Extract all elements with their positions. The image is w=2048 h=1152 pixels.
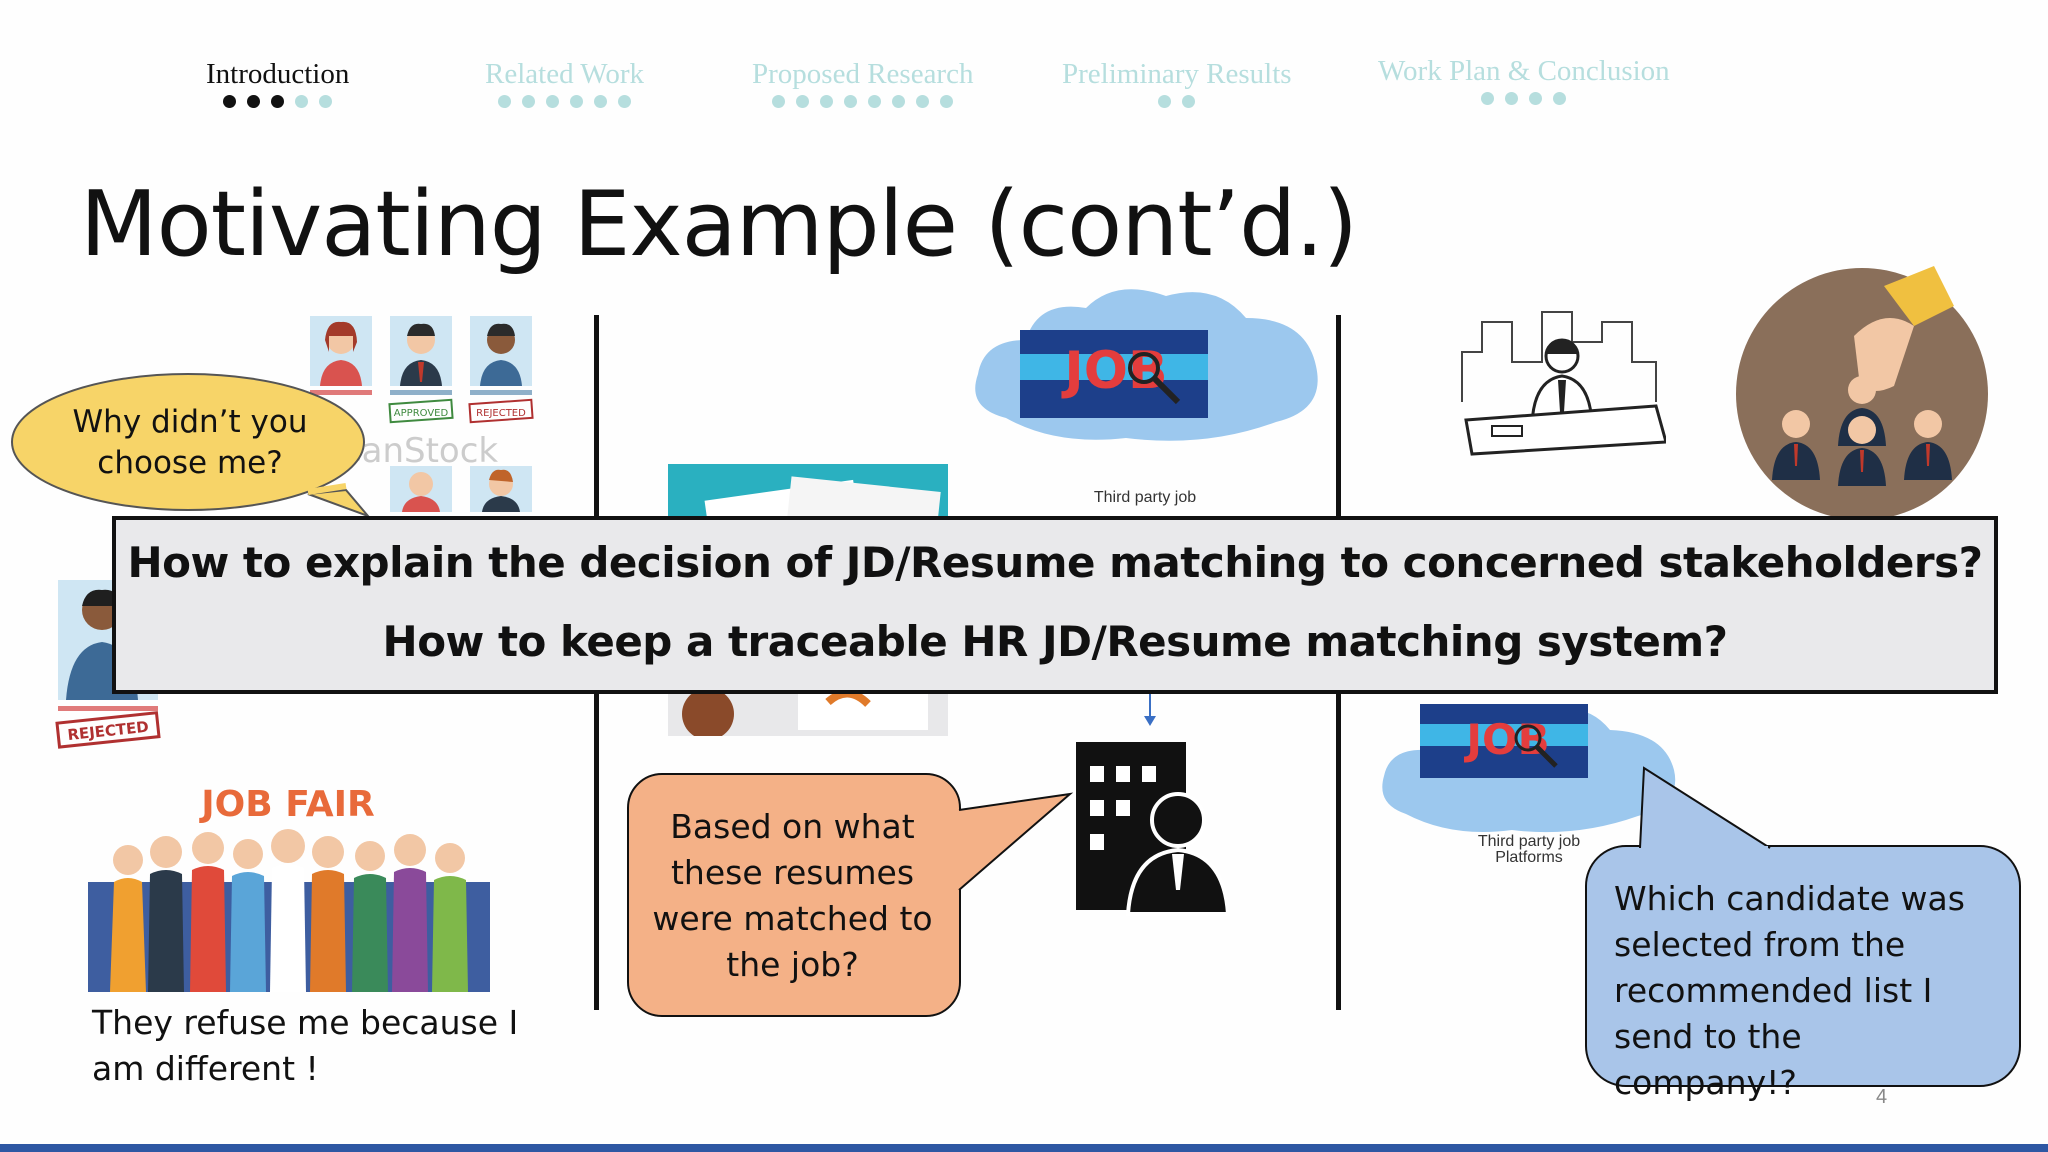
progress-dot[interactable] [892,95,906,108]
bubble-line: recommended list I [1614,971,1933,1010]
portrait-woman [470,466,532,512]
job-sign: JOB [1061,341,1167,401]
progress-dot[interactable] [916,95,930,108]
nav-proposed-research[interactable]: Proposed Research [752,58,973,108]
progress-dot[interactable] [940,95,954,108]
page-number: 4 [1876,1086,1888,1108]
bubble-line: these resumes [670,853,915,892]
portrait-man [390,316,452,395]
progress-dot[interactable] [570,95,583,108]
crowd [110,829,468,992]
blue-bubble-text: Which candidate was selected from the re… [1614,876,1994,1106]
candidate-figure [1772,410,1820,480]
progress-dot[interactable] [820,95,834,108]
blue-speech-bubble [1585,766,2021,1087]
bubble-line: were matched to [652,899,933,938]
progress-dot[interactable] [1481,92,1495,105]
progress-dots [752,95,973,108]
candidate-figure [1904,410,1952,480]
orange-bubble-text: Based on what these resumes were matched… [640,804,945,988]
left-caption: They refuse me because I am different ! [92,1000,518,1092]
svg-text:REJECTED: REJECTED [476,408,526,419]
nav-label: Proposed Research [752,58,974,90]
progress-dot[interactable] [319,95,333,108]
progress-dot[interactable] [522,95,535,108]
bubble-line: selected from the [1614,925,1906,964]
progress-dot[interactable] [868,95,882,108]
progress-dot[interactable] [247,95,261,108]
selection-hand-image [1736,266,1988,520]
progress-dot[interactable] [1505,92,1519,105]
progress-dot[interactable] [498,95,511,108]
key-questions-banner: How to explain the decision of JD/Resume… [112,516,1998,694]
manager-at-desk-image [1461,311,1666,456]
candidate-figure [1838,416,1886,486]
progress-dots [485,95,644,108]
svg-text:APPROVED: APPROVED [394,408,449,419]
yellow-speech-bubble [11,373,372,519]
job-cloud-image: JOB [1382,704,1676,833]
question-traceability: How to keep a traceable HR JD/Resume mat… [382,617,1728,666]
question-explainability: How to explain the decision of JD/Resume… [127,538,1983,587]
job-sign: JOB [1463,715,1549,764]
nav-label: Preliminary Results [1062,58,1292,90]
nav-label: Related Work [485,58,645,90]
caption-line: am different ! [92,1049,319,1088]
yellow-bubble-text: Why didn’t you choose me? [72,404,308,481]
job-fair-title: JOB FAIR [198,784,374,825]
nav-label: Introduction [206,58,350,90]
job-fair-image: JOB FAIR [88,784,490,992]
third-party-label: Third party job Platforms [1477,833,1581,866]
nav-work-plan-conclusion[interactable]: Work Plan & Conclusion [1378,55,1670,105]
caption-line: They refuse me because I [92,1003,519,1042]
progress-dot[interactable] [1158,95,1172,108]
progress-dot[interactable] [1529,92,1543,105]
bubble-line: Based on what [670,807,915,846]
progress-dot[interactable] [796,95,810,108]
nav-introduction[interactable]: Introduction [206,58,349,108]
progress-dots [1378,92,1670,105]
slide-title: Motivating Example (cont’d.) [80,172,1358,277]
orange-speech-bubble [627,773,1074,1017]
nav-related-work[interactable]: Related Work [485,58,644,108]
progress-dot[interactable] [844,95,858,108]
progress-dot[interactable] [594,95,607,108]
progress-dot[interactable] [1553,92,1567,105]
progress-dot[interactable] [546,95,559,108]
portrait-man [470,316,532,395]
bubble-line: send to the company!? [1614,1017,1802,1102]
job-cloud-image: JOB Third party job [975,289,1318,441]
candidate-portraits-image: APPROVED REJECTED CanStock [310,316,534,512]
nav-preliminary-results[interactable]: Preliminary Results [1062,58,1292,108]
progress-dot[interactable] [223,95,237,108]
bubble-line: Which candidate was [1614,879,1965,918]
nav-label: Work Plan & Conclusion [1378,55,1670,87]
third-party-label: Third party job [1093,489,1197,506]
bubble-line: the job? [726,945,859,984]
rejected-stamp: REJECTED [468,398,534,424]
progress-dots [1062,95,1292,108]
bottom-accent-bar [0,1144,2048,1152]
progress-dot[interactable] [271,95,285,108]
progress-dots [206,95,349,108]
arrow-connector [1144,694,1156,726]
approved-stamp: APPROVED [388,398,454,424]
progress-dot[interactable] [1182,95,1196,108]
progress-dot[interactable] [295,95,309,108]
portrait-woman [310,316,372,395]
portrait-woman [390,466,452,512]
progress-dot[interactable] [772,95,786,108]
company-building-icon [1076,742,1231,916]
progress-dot[interactable] [618,95,631,108]
